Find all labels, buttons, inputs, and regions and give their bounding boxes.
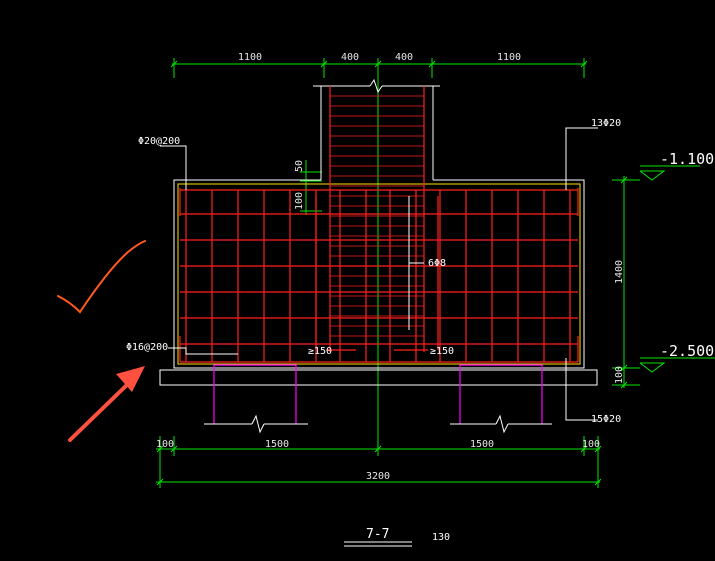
rebar-labels: Φ20@200 13Φ20 Φ16@200 15Φ20 6Φ8 ≥150 ≥15…	[126, 118, 621, 425]
dim-bottom-4: 100	[582, 439, 600, 450]
section-scale: 130	[432, 532, 450, 543]
rebar-mesh	[179, 188, 579, 363]
dim-total: 3200	[366, 471, 390, 482]
checkmark-annotation	[57, 240, 146, 314]
section-title-block: 7-7 130	[344, 527, 450, 547]
column-rebar	[315, 86, 439, 352]
elevation-bottom: -2.500	[660, 342, 714, 360]
elevation-texts: -1.100 -2.500	[660, 150, 714, 360]
dim-side-bottom: 100	[614, 366, 625, 384]
dim-bottom-2: 1500	[265, 439, 289, 450]
pile-cap-outline	[159, 179, 598, 386]
dim-top-3: 400	[395, 52, 413, 63]
dim-column-50: 50	[294, 160, 305, 172]
column-outline	[313, 78, 440, 180]
dim-top-2: 400	[341, 52, 359, 63]
dim-bottom-3: 1500	[470, 439, 494, 450]
label-stirrup: 6Φ8	[428, 258, 446, 269]
label-top-right-rebar: 13Φ20	[591, 118, 621, 129]
label-anchor-left: ≥150	[308, 346, 332, 357]
label-bottom-left-rebar: Φ16@200	[126, 342, 168, 353]
elevation-top: -1.100	[660, 150, 714, 168]
section-title: 7-7	[366, 527, 389, 542]
label-anchor-right: ≥150	[430, 346, 454, 357]
dim-side-height: 1400	[614, 260, 625, 284]
annotations	[57, 240, 146, 442]
label-bottom-right-rebar: 15Φ20	[591, 414, 621, 425]
dimension-texts: 1100 400 400 1100 100 1500 1500 100 3200…	[156, 52, 625, 482]
leader-lines	[160, 127, 598, 421]
piles	[204, 364, 552, 434]
dim-top-4: 1100	[497, 52, 521, 63]
dim-top-1: 1100	[238, 52, 262, 63]
arrow-annotation-head	[116, 366, 145, 392]
dim-column-100: 100	[294, 192, 305, 210]
label-top-left-rebar: Φ20@200	[138, 136, 180, 147]
arrow-annotation-shaft	[68, 378, 134, 442]
dim-bottom-1: 100	[156, 439, 174, 450]
dimension-lines	[156, 58, 715, 488]
